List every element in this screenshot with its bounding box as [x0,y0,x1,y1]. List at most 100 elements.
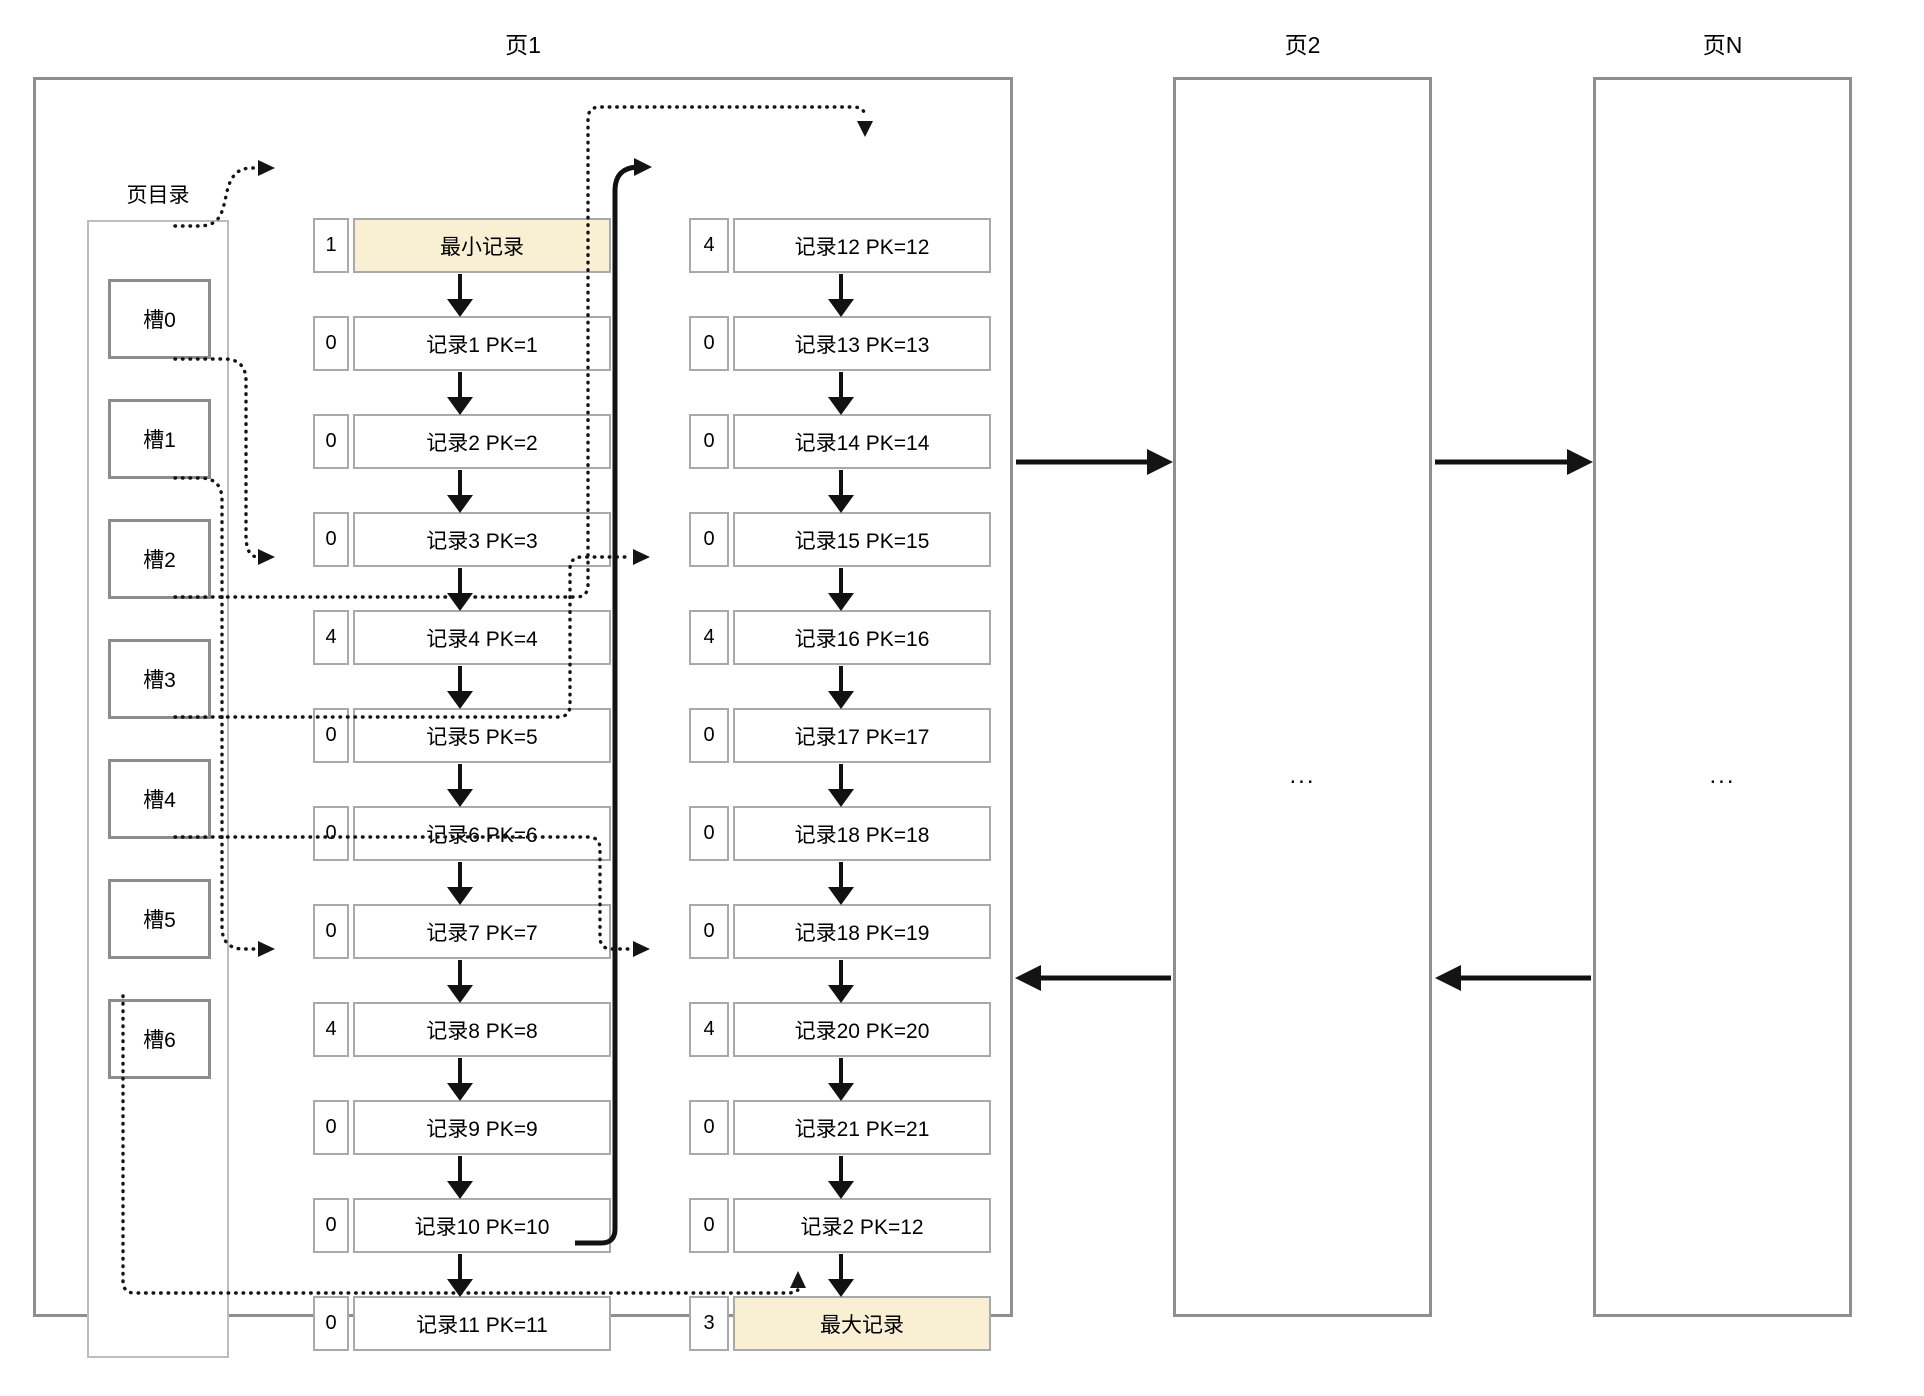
slot-box: 槽4 [108,759,211,839]
record-label: 记录13 PK=13 [733,316,991,371]
slot-box: 槽0 [108,279,211,359]
slot-label: 槽3 [143,669,176,692]
down-arrow-icon [828,470,854,513]
down-arrow-icon [828,1156,854,1199]
record-row: 3 最大记录 [689,1296,991,1351]
down-arrow-icon [447,1058,473,1101]
down-arrow-icon [447,470,473,513]
record-label: 记录18 PK=18 [733,806,991,861]
record-owned-count: 0 [313,316,349,371]
record-label: 记录10 PK=10 [353,1198,611,1253]
slot-label: 槽1 [143,429,176,452]
record-owned-count: 0 [689,512,729,567]
page2-title: 页2 [1284,32,1321,58]
slot-label: 槽0 [143,309,176,332]
record-owned-count: 4 [689,1002,729,1057]
slot-box: 槽1 [108,399,211,479]
down-arrow-icon [828,960,854,1003]
record-label: 记录20 PK=20 [733,1002,991,1057]
record-label: 记录21 PK=21 [733,1100,991,1155]
down-arrow-icon [447,764,473,807]
slot-box: 槽6 [108,999,211,1079]
record-owned-count: 0 [313,414,349,469]
arrowhead-icon [1435,965,1461,991]
record-label: 记录7 PK=7 [353,904,611,959]
record-row: 0 记录11 PK=11 [313,1296,611,1351]
record-label: 记录18 PK=19 [733,904,991,959]
record-label: 记录9 PK=9 [353,1100,611,1155]
record-owned-count: 4 [689,218,729,273]
record-label: 记录12 PK=12 [733,218,991,273]
record-owned-count: 1 [313,218,349,273]
record-label: 记录1 PK=1 [353,316,611,371]
page-directory-label: 页目录 [126,184,190,207]
record-label: 记录8 PK=8 [353,1002,611,1057]
record-owned-count: 4 [313,610,349,665]
down-arrow-icon [447,1156,473,1199]
down-arrow-icon [828,1254,854,1297]
record-label: 记录11 PK=11 [353,1296,611,1351]
page2-box: ... [1173,77,1432,1317]
page2-ellipsis: ... [1289,762,1316,789]
record-label: 记录5 PK=5 [353,708,611,763]
down-arrow-icon [828,568,854,611]
arrowhead-icon [1147,449,1173,475]
record-owned-count: 0 [313,708,349,763]
page1-box: 页目录 槽0 槽1 槽2 槽3 槽4 槽5 槽6 [33,77,1013,1358]
next-record-arrows-col2 [827,274,855,1297]
down-arrow-icon [828,372,854,415]
down-arrow-icon [447,568,473,611]
slot-box: 槽5 [108,879,211,959]
slot-label: 槽5 [143,909,176,932]
down-arrow-icon [828,1058,854,1101]
down-arrow-icon [828,274,854,317]
record-label: 记录4 PK=4 [353,610,611,665]
record-row: 0 记录17 PK=17 [689,708,991,763]
record-row: 1 最小记录 [313,218,611,273]
next-record-arrows-col1 [446,274,474,1297]
record-owned-count: 0 [689,1100,729,1155]
down-arrow-icon [447,862,473,905]
record-owned-count: 0 [313,1100,349,1155]
pageN-title: 页N [1702,32,1743,58]
down-arrow-icon [447,960,473,1003]
record-owned-count: 0 [313,1296,349,1351]
slot-box: 槽3 [108,639,211,719]
record-owned-count: 0 [689,708,729,763]
pageN-box: ... [1593,77,1852,1317]
record-owned-count: 0 [689,1198,729,1253]
record-owned-count: 0 [689,806,729,861]
slot-box: 槽2 [108,519,211,599]
record-owned-count: 0 [689,904,729,959]
record-owned-count: 4 [313,1002,349,1057]
record-label: 记录3 PK=3 [353,512,611,567]
record-label: 记录2 PK=12 [733,1198,991,1253]
record-owned-count: 4 [689,610,729,665]
record-owned-count: 3 [689,1296,729,1351]
record-label: 最大记录 [733,1296,991,1351]
record-owned-count: 0 [689,414,729,469]
record-label: 记录17 PK=17 [733,708,991,763]
down-arrow-icon [447,372,473,415]
slot-list: 槽0 槽1 槽2 槽3 槽4 槽5 槽6 [108,261,211,1079]
down-arrow-icon [828,764,854,807]
record-row: 4 记录16 PK=16 [689,610,991,665]
slot-label: 槽4 [143,789,176,812]
page1-title: 页1 [505,32,541,58]
record-label: 记录14 PK=14 [733,414,991,469]
down-arrow-icon [828,666,854,709]
slot-label: 槽6 [143,1029,176,1052]
record-owned-count: 0 [313,904,349,959]
down-arrow-icon [447,666,473,709]
record-label: 记录16 PK=16 [733,610,991,665]
record-owned-count: 0 [313,806,349,861]
record-owned-count: 0 [689,316,729,371]
down-arrow-icon [447,274,473,317]
record-row: 0 记录18 PK=18 [689,806,991,861]
record-label: 记录6 PK=6 [353,806,611,861]
down-arrow-icon [447,1254,473,1297]
record-owned-count: 0 [313,1198,349,1253]
record-row: 4 记录12 PK=12 [689,218,991,273]
down-arrow-icon [828,862,854,905]
